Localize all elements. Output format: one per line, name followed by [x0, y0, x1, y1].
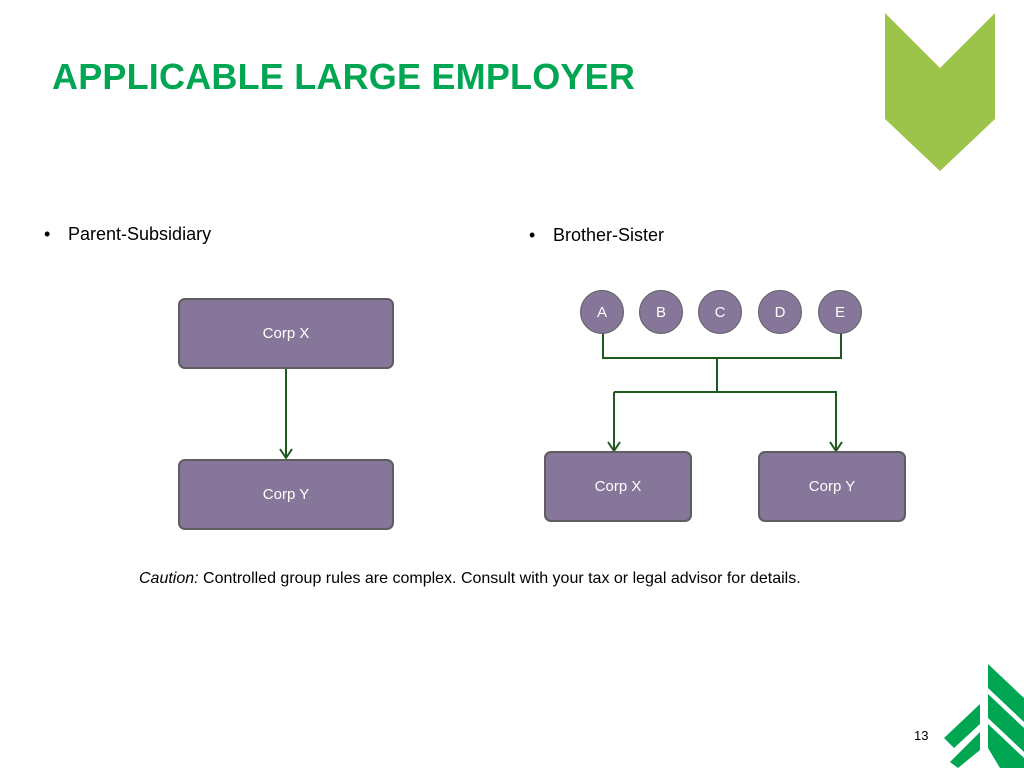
bullet-parent-subsidiary: • Parent-Subsidiary — [44, 224, 211, 245]
caution-lead: Caution: — [139, 570, 199, 587]
owner-label: A — [596, 303, 607, 321]
bullet-label: Brother-Sister — [553, 225, 665, 245]
corp-x-box: Corp X — [178, 298, 394, 369]
owner-label: E — [834, 303, 845, 321]
tree-logo-icon — [944, 664, 1024, 768]
bullet-marker: • — [529, 225, 536, 245]
slide-title: APPLICABLE LARGE EMPLOYER — [52, 56, 636, 97]
owner-label: D — [774, 303, 786, 321]
chevron-logo-icon — [885, 13, 995, 171]
bullet-label: Parent-Subsidiary — [68, 224, 212, 244]
owner-d-node: D — [758, 290, 802, 334]
corp-y-label: Corp Y — [262, 486, 310, 503]
owner-label: C — [714, 303, 726, 321]
owner-a-node: A — [580, 290, 624, 334]
bullet-marker: • — [44, 224, 51, 244]
caution-text: Controlled group rules are complex. Cons… — [198, 570, 801, 587]
page-number: 13 — [914, 728, 929, 743]
corp-y-box: Corp Y — [178, 459, 394, 530]
sister-corp-y-label: Corp Y — [808, 478, 856, 495]
corp-x-label: Corp X — [262, 325, 310, 342]
owner-label: B — [655, 303, 666, 321]
bullet-brother-sister: • Brother-Sister — [529, 225, 664, 246]
owner-c-node: C — [698, 290, 742, 334]
sister-corp-x-label: Corp X — [594, 478, 642, 495]
owner-e-node: E — [818, 290, 862, 334]
sister-corp-y-box: Corp Y — [758, 451, 906, 522]
sister-corp-x-box: Corp X — [544, 451, 692, 522]
owner-b-node: B — [639, 290, 683, 334]
caution-note: Caution: Controlled group rules are comp… — [139, 570, 801, 588]
